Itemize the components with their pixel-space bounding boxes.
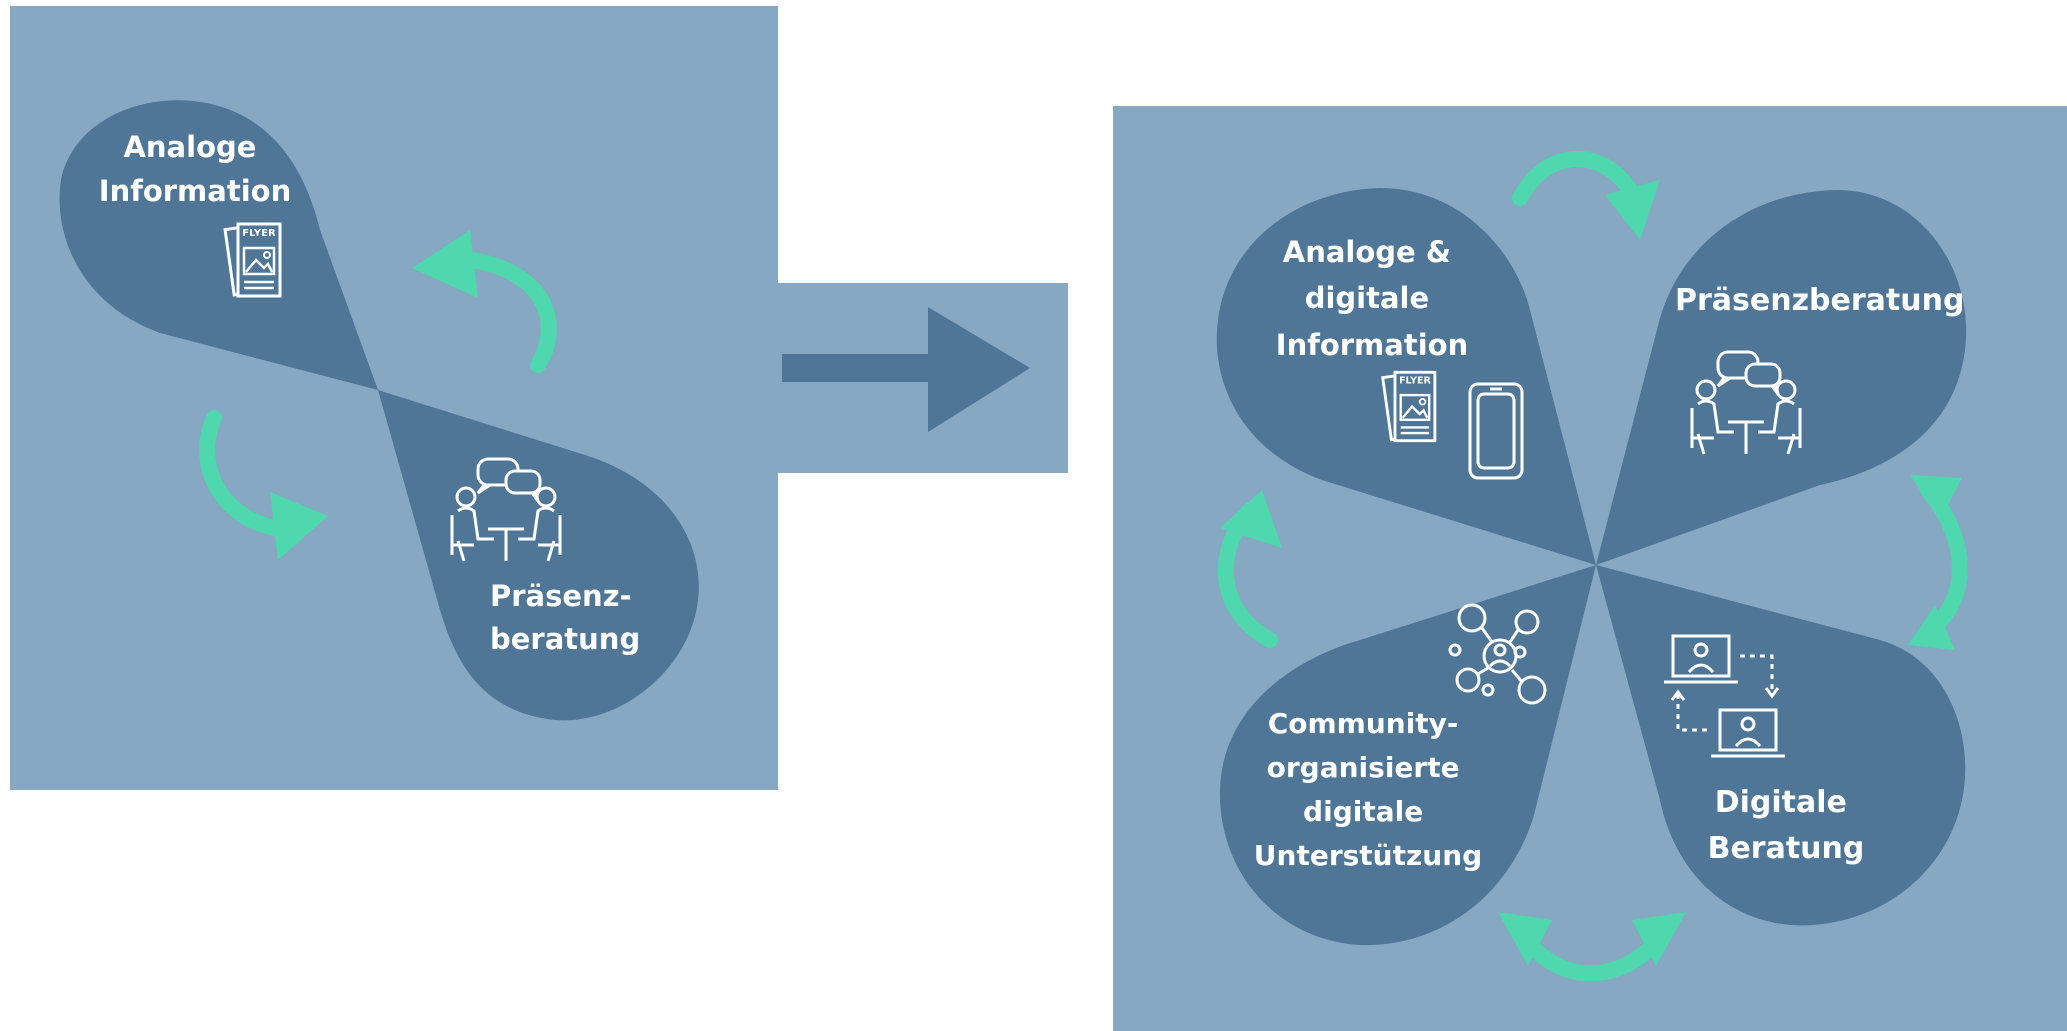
petal-bottom-left-label-line-2: organisierte bbox=[1267, 751, 1460, 784]
petal-top-label-line-2: Information bbox=[99, 174, 291, 208]
flyer-icon-right: FLYER bbox=[1381, 370, 1437, 443]
petal-bottom-right-label-line-2: Beratung bbox=[1708, 831, 1865, 866]
petal-bottom-left-label: Community- organisierte digitale Unterst… bbox=[1254, 707, 1482, 872]
community-network-icon bbox=[1448, 603, 1547, 705]
petal-bottom-left-label-line-1: Community- bbox=[1268, 707, 1459, 740]
flyer-icon-right-text: FLYER bbox=[1399, 376, 1431, 387]
petal-top-right-label-line-1: Präsenzberatung bbox=[1675, 283, 1964, 318]
petal-top-left-label-line-3: Information bbox=[1276, 328, 1468, 362]
flyer-icon: FLYER bbox=[223, 222, 282, 298]
cycle-arrow-top bbox=[1512, 150, 1660, 240]
cycle-arrow-up-left bbox=[412, 230, 557, 373]
cycle-arrow-left bbox=[1217, 490, 1282, 648]
petal-top-left-label-line-1: Analoge & bbox=[1283, 235, 1451, 269]
after-panel: Analoge & digitale Information Präsenzbe… bbox=[1113, 106, 2067, 1031]
petal-analoge-information bbox=[59, 100, 379, 391]
petal-top-left-label-line-2: digitale bbox=[1305, 281, 1429, 315]
petal-bottom-label-line-2: beratung bbox=[490, 622, 640, 656]
flyer-icon-text: FLYER bbox=[242, 228, 276, 239]
cycle-arrow-down-right bbox=[199, 410, 328, 560]
petal-bottom-right-label: Digitale Beratung bbox=[1708, 785, 1865, 866]
petal-top-label: Analoge Information bbox=[99, 130, 291, 208]
cycle-arrow-bottom bbox=[1498, 912, 1686, 982]
petal-bottom-label: Präsenz- beratung bbox=[490, 579, 642, 656]
video-call-icon bbox=[1664, 634, 1785, 758]
petal-digitale-beratung bbox=[1596, 565, 1966, 926]
right-arrow-icon bbox=[782, 307, 1030, 432]
transition-connector bbox=[778, 283, 1068, 473]
before-panel: Analoge Information FLYER Präsenz- berat… bbox=[10, 6, 778, 790]
petal-top-left-label: Analoge & digitale Information bbox=[1276, 235, 1468, 362]
smartphone-icon bbox=[1468, 382, 1524, 480]
petal-bottom-label-line-1: Präsenz- bbox=[490, 579, 632, 613]
petal-top-right-label: Präsenzberatung bbox=[1675, 283, 1964, 318]
petal-bottom-right-label-line-1: Digitale bbox=[1715, 785, 1847, 820]
petal-bottom-left-label-line-4: Unterstützung bbox=[1254, 839, 1482, 872]
petal-top-label-line-1: Analoge bbox=[123, 130, 256, 164]
cycle-arrow-right bbox=[1908, 475, 1968, 650]
petal-bottom-left-label-line-3: digitale bbox=[1303, 795, 1423, 828]
petal-praesenzberatung bbox=[378, 390, 699, 721]
